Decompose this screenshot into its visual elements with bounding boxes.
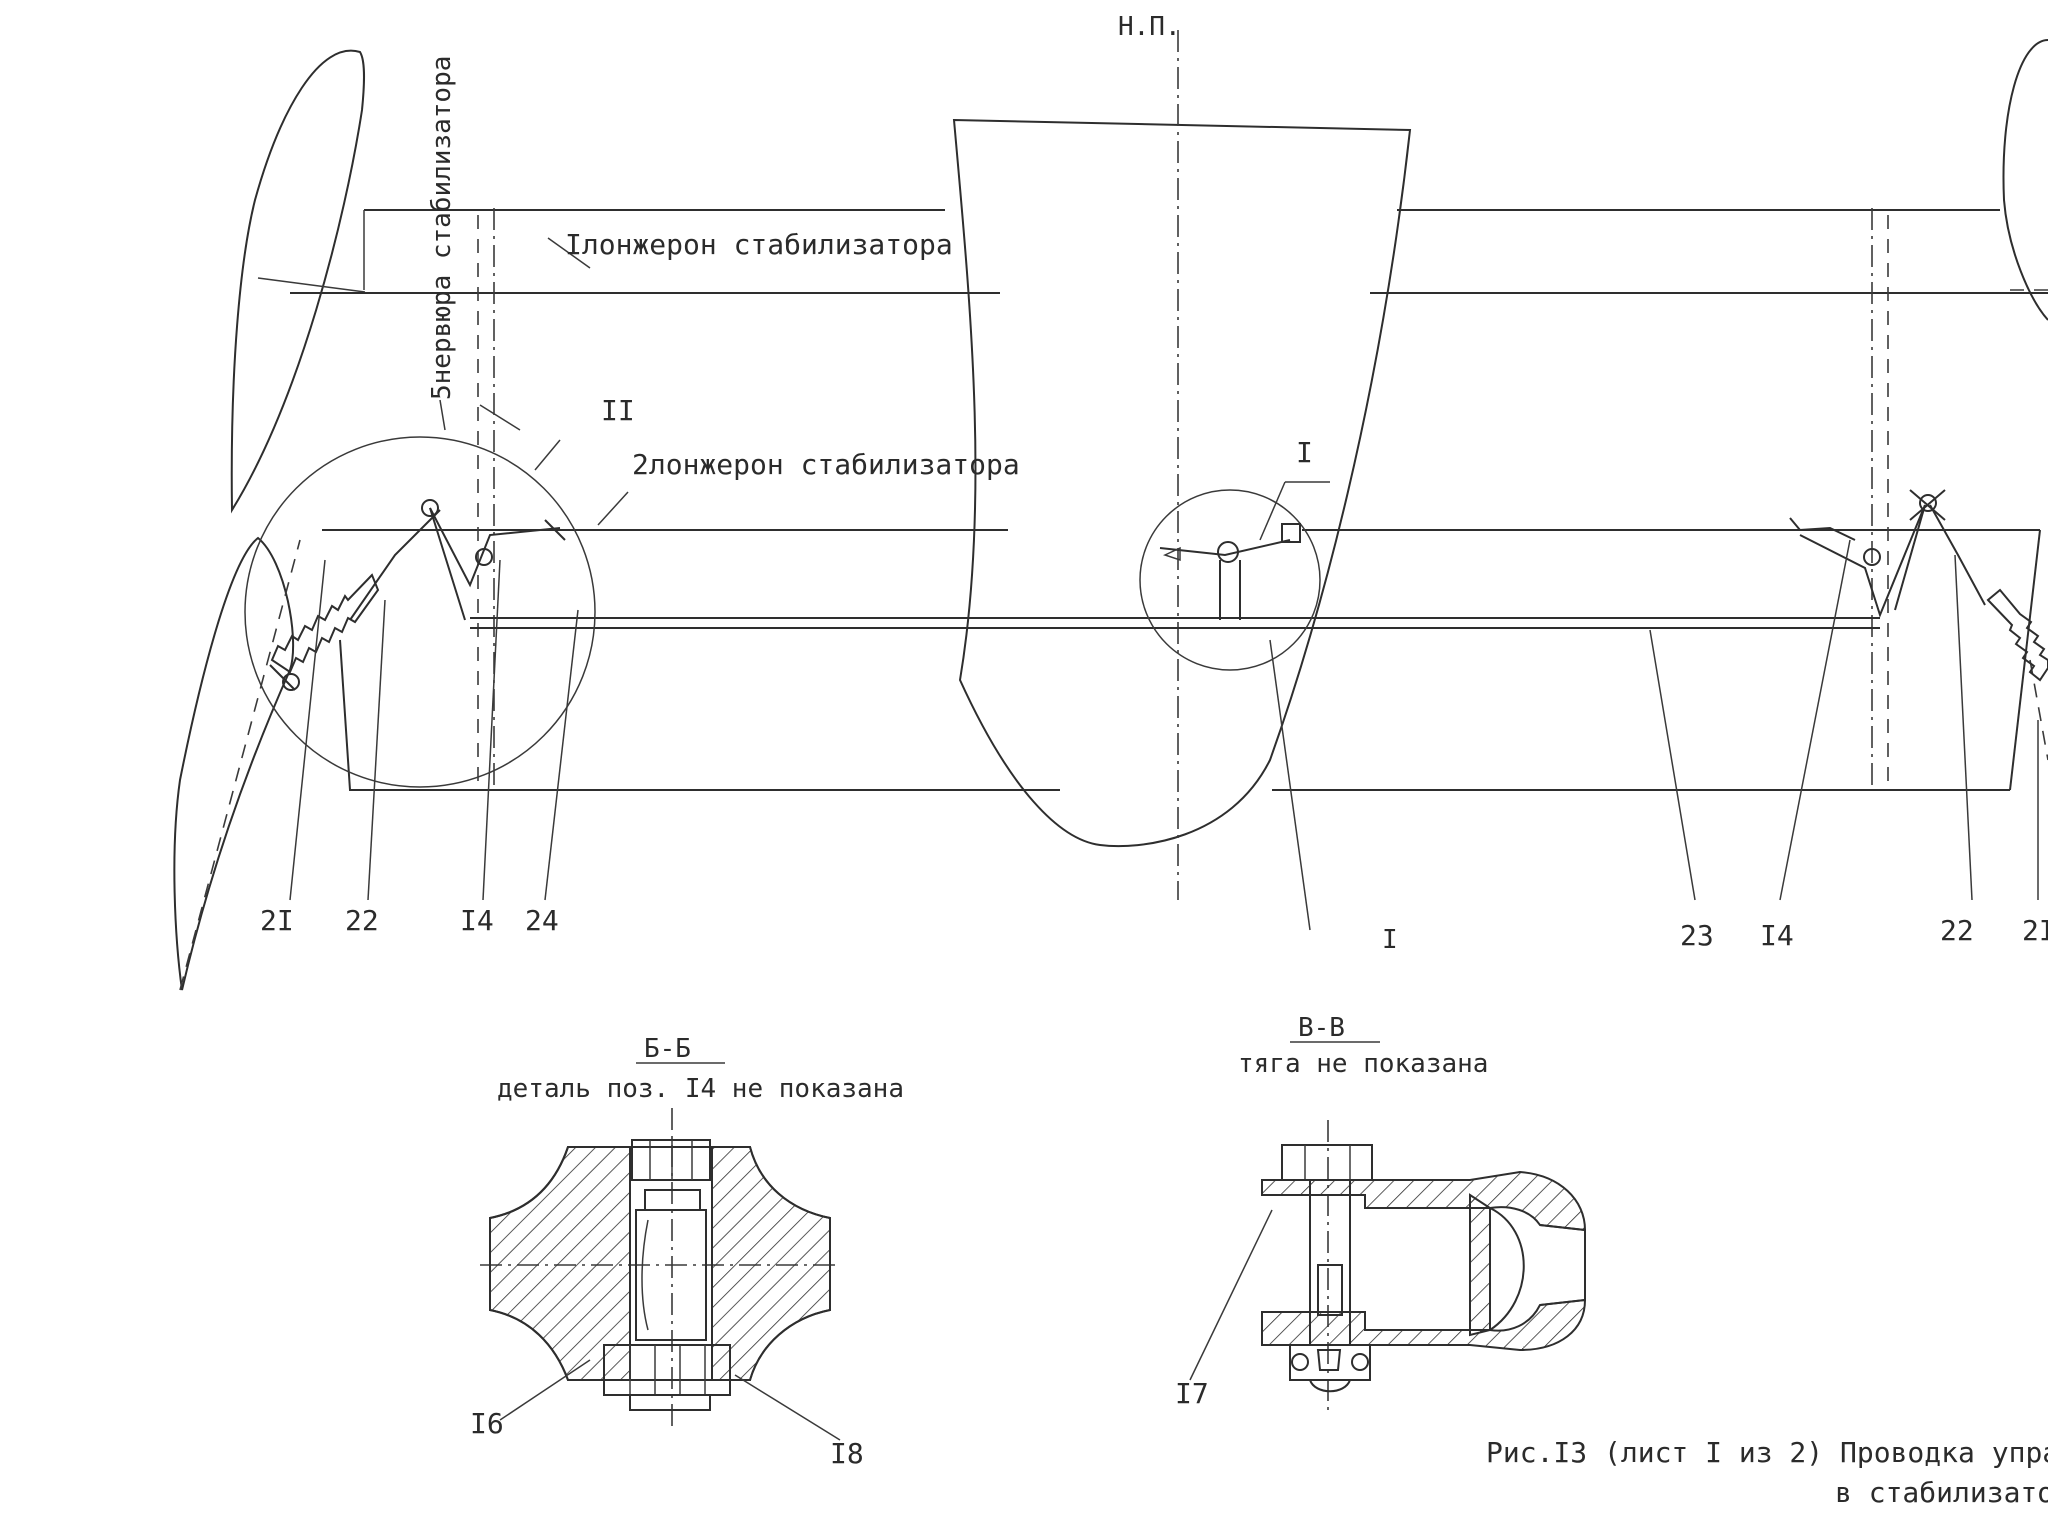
caption-line-2: в стабилизато	[1835, 1476, 2048, 1509]
rib5-label: 5нервюра стабилизатора	[427, 56, 457, 400]
left-callout-14: I4	[460, 904, 494, 937]
right-airfoil	[2002, 39, 2048, 321]
left-callout-21: 2I	[260, 904, 294, 937]
section-bb-note: деталь поз. I4 не показана	[497, 1074, 904, 1104]
axis-label: Н.П.	[1118, 12, 1181, 42]
left-callout-24: 24	[525, 904, 559, 937]
spar1-label: Iлонжерон стабилизатора	[565, 228, 953, 261]
right-callout-14: I4	[1760, 919, 1794, 952]
section-vv-title: В-В	[1298, 1013, 1345, 1043]
left-airfoil-chord	[257, 277, 366, 293]
right-callout-22: 22	[1940, 914, 1974, 947]
caption-line-1: Рис.I3 (лист I из 2) Проводка упра	[1486, 1436, 2048, 1469]
left-damper	[270, 573, 380, 674]
section-vv: В-В тяга не показана I7	[1175, 1013, 1587, 1410]
section-bb-callout-18: I8	[830, 1437, 864, 1470]
section-bb: Б-Б деталь поз. I4 не показана I6 I8	[470, 1034, 904, 1470]
detail-II-circle	[244, 436, 596, 788]
right-damper	[1986, 588, 2048, 682]
section-vv-callout-17: I7	[1175, 1377, 1209, 1410]
section-bb-callout-16: I6	[470, 1407, 504, 1440]
section-bb-title: Б-Б	[644, 1034, 691, 1064]
center-callout: I	[1382, 925, 1398, 955]
zone2-label: II	[601, 394, 635, 427]
left-airfoil-lower	[173, 536, 295, 991]
spar2-label: 2лонжерон стабилизатора	[632, 448, 1020, 481]
detail-I-circle	[1139, 489, 1321, 671]
section-vv-note: тяга не показана	[1238, 1049, 1488, 1079]
left-airfoil-upper	[230, 49, 366, 514]
right-callout-23: 23	[1680, 919, 1714, 952]
right-callout-21: 2I	[2022, 914, 2048, 947]
zone1-label: I	[1296, 436, 1313, 469]
left-callout-22: 22	[345, 904, 379, 937]
main-view	[173, 30, 2048, 991]
fin-outline	[952, 118, 1412, 848]
